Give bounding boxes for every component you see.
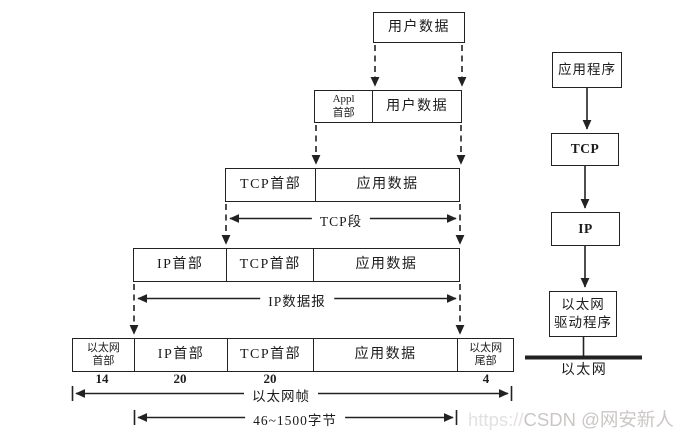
ip-box: IP xyxy=(551,212,620,246)
watermark-url-prefix: https:// xyxy=(468,409,524,430)
tcp-box: TCP xyxy=(551,133,619,166)
ip-app-data-cell: 应用数据 xyxy=(312,249,459,281)
eth-trailer-line1: 以太网 xyxy=(469,341,503,354)
eth-header-line2: 首部 xyxy=(92,355,115,367)
tcp-header-cell: TCP首部 xyxy=(240,177,302,193)
application-box: 应用程序 xyxy=(552,52,622,88)
tcp-app-data-cell: 应用数据 xyxy=(315,169,459,201)
ethernet-bus-label: 以太网 xyxy=(560,363,608,378)
user-data-label: 用户数据 xyxy=(388,19,450,35)
eth-trailer-line2: 尾部 xyxy=(474,355,497,367)
tcp-header-size: 20 xyxy=(263,371,277,386)
tcp-segment-row: TCP首部 应用数据 xyxy=(225,168,460,202)
ethernet-frame-label: 以太网帧 xyxy=(244,385,318,405)
ip-header-cell: IP首部 xyxy=(156,257,204,273)
eth-tcp-header-cell: TCP首部 xyxy=(227,339,313,371)
eth-trailer-size: 4 xyxy=(482,371,490,386)
eth-ip-header-cell: IP首部 xyxy=(133,339,228,371)
appl-header-line1: Appl xyxy=(332,93,355,106)
ethernet-driver-line2: 驱动程序 xyxy=(554,315,612,330)
appl-header-line2: 首部 xyxy=(332,106,355,119)
appl-user-data-cell: 用户数据 xyxy=(372,91,461,122)
appl-header-cell: Appl 首部 xyxy=(315,91,372,122)
payload-range-label: 46~1500字节 xyxy=(245,409,345,429)
csdn-watermark: https://CSDN @网安新人 xyxy=(468,406,674,432)
ethernet-driver-box: 以太网 驱动程序 xyxy=(549,291,617,337)
ethernet-driver-line1: 以太网 xyxy=(561,296,605,312)
user-data-box: 用户数据 xyxy=(373,12,465,43)
eth-trailer-cell: 以太网 尾部 xyxy=(457,339,513,371)
watermark-handle: CSDN @网安新人 xyxy=(523,409,674,430)
ethernet-frame-row: 以太网 首部 IP首部 TCP首部 应用数据 以太网 尾部 xyxy=(72,338,514,372)
eth-header-size: 14 xyxy=(95,371,109,386)
ip-tcp-header-cell: TCP首部 xyxy=(226,249,312,281)
eth-header-cell: 以太网 首部 xyxy=(73,339,134,371)
ip-header-size: 20 xyxy=(173,371,187,386)
appl-row: Appl 首部 用户数据 xyxy=(314,90,462,123)
tcp-segment-label: TCP段 xyxy=(311,210,371,230)
ip-datagram-row: IP首部 TCP首部 应用数据 xyxy=(133,248,460,282)
eth-header-line1: 以太网 xyxy=(86,341,120,354)
eth-app-data-cell: 应用数据 xyxy=(312,339,457,371)
ip-datagram-label: IP数据报 xyxy=(260,290,334,310)
